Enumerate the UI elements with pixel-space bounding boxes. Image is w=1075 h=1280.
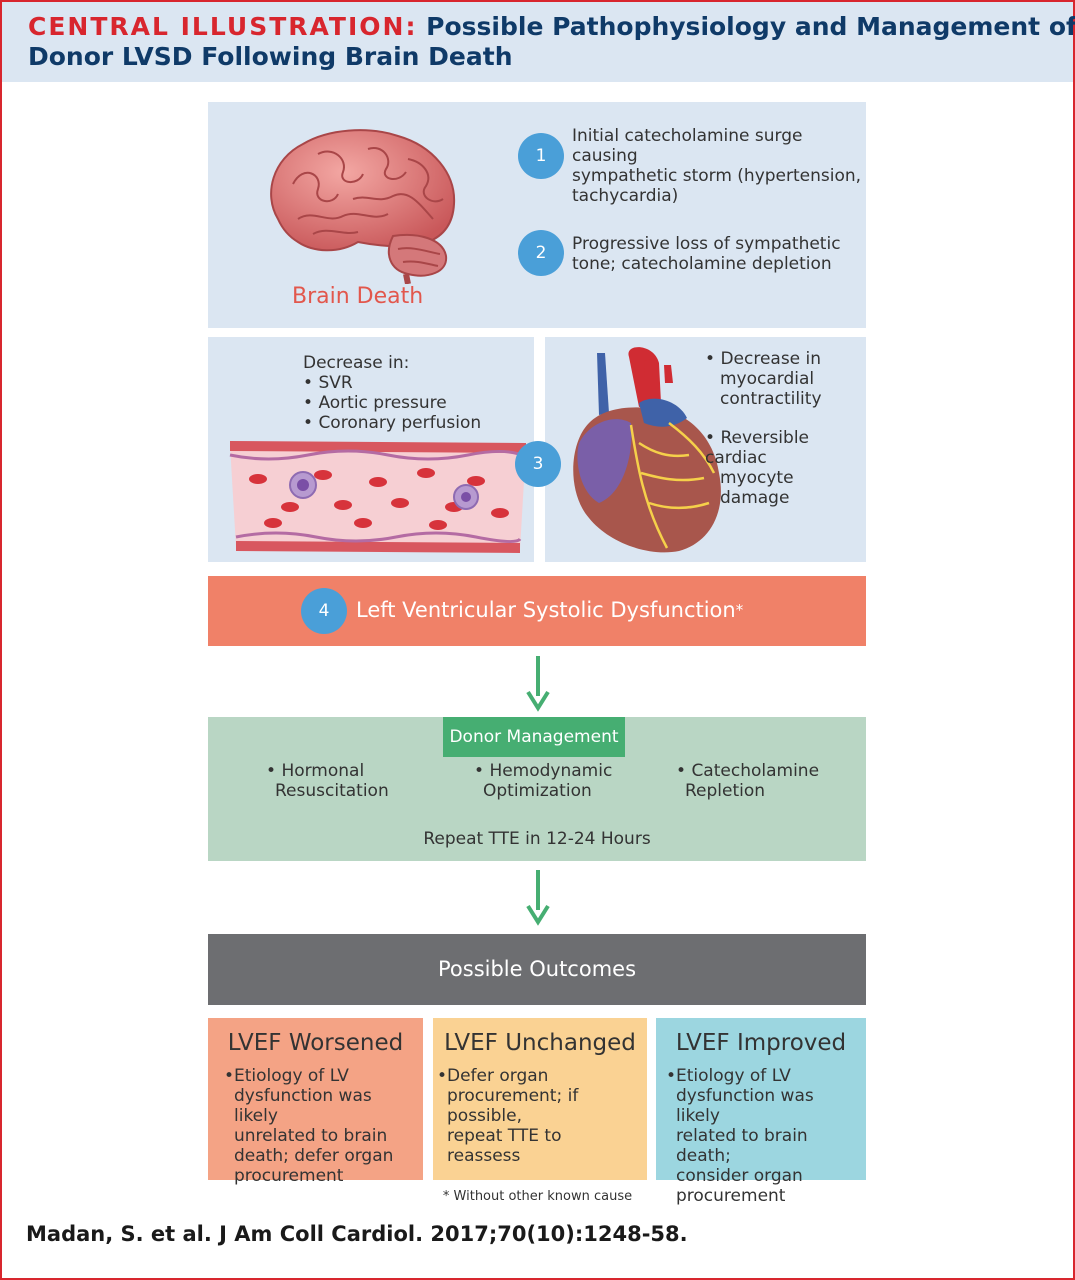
step-2-line: Progressive loss of sympathetic [572, 234, 841, 254]
outcome-body: •Etiology of LV dysfunction was likely u… [222, 1066, 415, 1186]
citation: Madan, S. et al. J Am Coll Cardiol. 2017… [26, 1222, 688, 1246]
management-item-line: • Hormonal [266, 761, 365, 781]
donor-management-label: Donor Management [443, 717, 625, 757]
management-item-hemodynamic: • Hemodynamic Optimization [474, 761, 612, 801]
step-1-line: Initial catecholamine surge causing [572, 126, 803, 166]
outcome-title: LVEF Worsened [227, 1030, 404, 1056]
vessel-bullet-svr: SVR [318, 373, 353, 393]
bullet-dot: • [666, 1066, 677, 1086]
step-2-badge: 2 [518, 230, 564, 276]
possible-outcomes-bar: Possible Outcomes [208, 934, 866, 1005]
bullet-dot: • [437, 1066, 448, 1086]
outcome-line: procurement; if possible, [447, 1086, 579, 1126]
outcome-title: LVEF Unchanged [444, 1030, 636, 1056]
brain-icon [270, 129, 456, 284]
management-item-catecholamine: • Catecholamine Repletion [676, 761, 819, 801]
heart-bullet-text: Reversible cardiac [705, 428, 810, 468]
outcome-line: procurement [676, 1186, 786, 1206]
heart-bullet-line: myocyte damage [720, 468, 794, 508]
vessel-heading: Decrease in: [303, 353, 410, 373]
step-4-badge: 4 [301, 588, 347, 634]
bullet-dot: • [224, 1066, 235, 1086]
brain-death-panel: Brain Death 1 Initial catecholamine surg… [208, 102, 866, 328]
heart-bullet-text: Decrease in [720, 349, 822, 369]
vessel-bullet: • Coronary perfusion [303, 413, 482, 433]
outcome-body: •Etiology of LV dysfunction was likely r… [666, 1066, 858, 1206]
repeat-tte-text: Repeat TTE in 12-24 Hours [423, 829, 651, 849]
heart-bullet-2: • Reversible cardiac myocyte damage [705, 428, 866, 508]
outcome-line: dysfunction was likely [676, 1086, 814, 1126]
step-2-text: Progressive loss of sympathetic tone; ca… [572, 234, 841, 274]
figure-header: CENTRAL ILLUSTRATION: Possible Pathophys… [2, 2, 1075, 82]
outcome-lvef-worsened: LVEF Worsened •Etiology of LV dysfunctio… [208, 1018, 423, 1186]
management-item-line: • Hemodynamic [474, 761, 613, 781]
outcome-line: •Etiology of LV [666, 1066, 858, 1086]
management-item-text: Catecholamine [691, 761, 820, 781]
header-title-line1: CENTRAL ILLUSTRATION: Possible Pathophys… [28, 12, 1075, 41]
lvsd-label: Left Ventricular Systolic Dysfunction* [356, 597, 743, 623]
header-title-line2: Donor LVSD Following Brain Death [28, 42, 513, 71]
heart-bullet-line: contractility [720, 389, 822, 409]
heart-bullet-line: • Decrease in [705, 349, 822, 369]
vessel-bullet: • SVR [303, 373, 353, 393]
step-1-badge: 1 [518, 133, 564, 179]
outcome-text: Etiology of LV [234, 1066, 349, 1086]
outcome-title: LVEF Improved [675, 1030, 847, 1056]
outcome-line: death; defer organ [234, 1146, 394, 1166]
heart-bullet-1: • Decrease in myocardial contractility [705, 349, 822, 409]
outcome-line: related to brain death; [676, 1126, 808, 1166]
heart-bullet-line: myocardial [720, 369, 815, 389]
vessel-decrease-list: Decrease in: • SVR • Aortic pressure • C… [303, 353, 481, 433]
vessel-panel: Decrease in: • SVR • Aortic pressure • C… [208, 337, 534, 562]
management-item-line: Repletion [685, 781, 766, 801]
vessel-bullet-coronary: Coronary perfusion [318, 413, 482, 433]
lvsd-bar: 4 Left Ventricular Systolic Dysfunction* [208, 576, 866, 646]
blood-vessel-icon [229, 441, 527, 553]
management-item-line: Resuscitation [275, 781, 389, 801]
step-2-line: tone; catecholamine depletion [572, 254, 832, 274]
outcome-body: •Defer organ procurement; if possible, r… [437, 1066, 639, 1166]
heart-bullet-line: • Reversible cardiac [705, 428, 810, 468]
outcome-line: repeat TTE to reassess [447, 1126, 562, 1166]
lvsd-asterisk: * [735, 601, 744, 619]
management-item-line: • Catecholamine [676, 761, 820, 781]
outcome-line: •Defer organ [437, 1066, 639, 1086]
down-arrow-icon [526, 656, 550, 712]
outcome-text: Etiology of LV [676, 1066, 791, 1086]
management-item-line: Optimization [483, 781, 592, 801]
step-3-badge: 3 [515, 441, 561, 487]
vessel-bullet: • Aortic pressure [303, 393, 447, 413]
heart-icon [573, 347, 721, 553]
management-item-hormonal: • Hormonal Resuscitation [266, 761, 389, 801]
management-item-text: Hormonal [281, 761, 365, 781]
vessel-bullet-aortic: Aortic pressure [318, 393, 447, 413]
outcome-line: dysfunction was likely [234, 1086, 372, 1126]
lvsd-label-text: Left Ventricular Systolic Dysfunction [356, 598, 736, 622]
outcome-line: consider organ [676, 1166, 803, 1186]
brain-death-caption: Brain Death [292, 284, 424, 309]
outcome-line: unrelated to brain [234, 1126, 388, 1146]
header-title-part1: Possible Pathophysiology and Management … [426, 12, 1075, 41]
outcome-text: Defer organ [447, 1066, 549, 1086]
step-1-line: tachycardia) [572, 186, 679, 206]
down-arrow-icon [526, 870, 550, 926]
outcome-line: procurement [234, 1166, 344, 1186]
management-item-text: Hemodynamic [489, 761, 613, 781]
outcome-lvef-improved: LVEF Improved •Etiology of LV dysfunctio… [656, 1018, 866, 1206]
central-illustration-label: CENTRAL ILLUSTRATION: [28, 12, 418, 41]
heart-panel: • Decrease in myocardial contractility •… [545, 337, 866, 562]
donor-management-panel: Donor Management • Hormonal Resuscitatio… [208, 717, 866, 861]
outcome-line: •Etiology of LV [224, 1066, 415, 1086]
step-1-line: sympathetic storm (hypertension, [572, 166, 862, 186]
outcome-lvef-unchanged: LVEF Unchanged •Defer organ procurement;… [433, 1018, 647, 1180]
footnote: * Without other known cause [442, 1189, 633, 1204]
step-1-text: Initial catecholamine surge causing symp… [572, 126, 866, 206]
